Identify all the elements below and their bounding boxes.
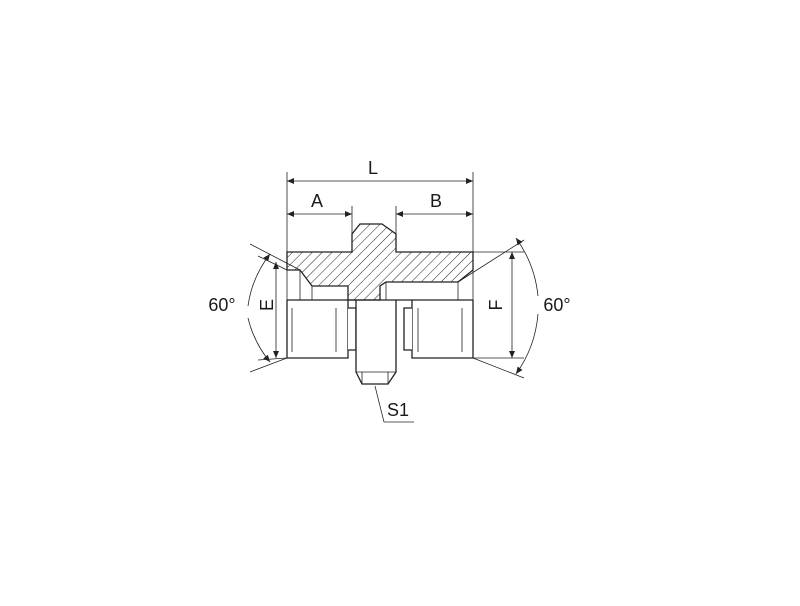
right-angle-label: 60° [543, 295, 570, 315]
dimension-a-label: A [311, 191, 323, 211]
dimension-a: A [287, 191, 353, 234]
dimension-f: F [473, 251, 524, 359]
dimension-l-label: L [368, 158, 378, 178]
dimension-b-label: B [430, 191, 442, 211]
section-hatch [286, 223, 474, 301]
dimension-f-label: F [486, 300, 506, 311]
right-angle-dimension: 60° [457, 237, 571, 379]
left-angle-label: 60° [208, 295, 235, 315]
hex-size-callout: S1 [374, 385, 414, 423]
dimension-e-label: E [257, 299, 277, 311]
dimension-b: B [395, 191, 473, 234]
left-angle-dimension: 60° [208, 243, 301, 373]
fitting-body [286, 223, 474, 385]
hex-size-label: S1 [387, 400, 409, 420]
dimension-l: L [286, 158, 474, 252]
dimension-e: E [257, 255, 288, 361]
